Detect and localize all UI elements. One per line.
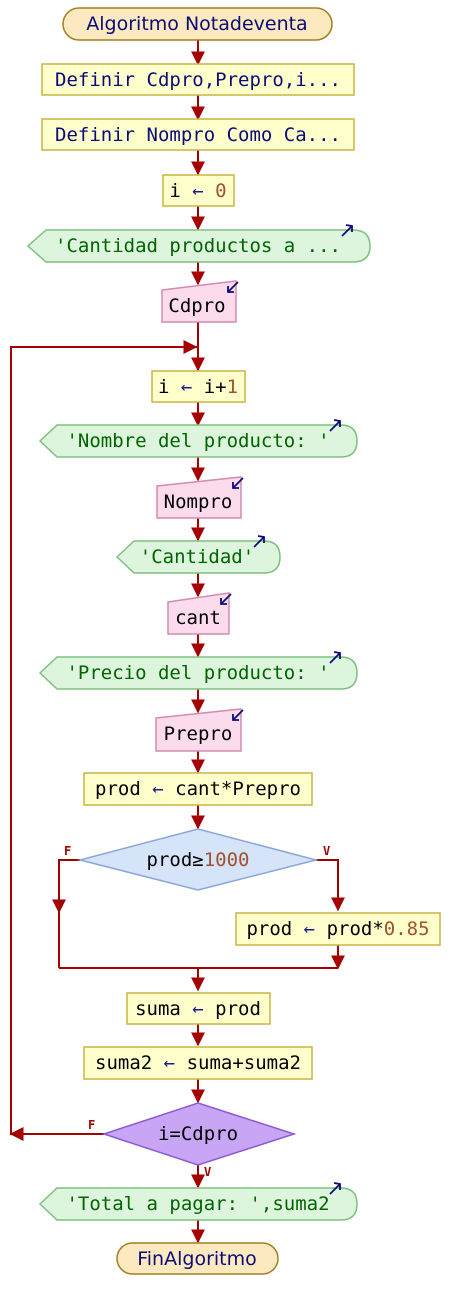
- define-block-2-text: Definir Nompro Como Ca...: [55, 124, 341, 146]
- start-terminal[interactable]: Algoritmo Notadeventa: [62, 7, 333, 41]
- assign-suma2-text: suma2 ← suma+suma2: [95, 1052, 301, 1074]
- output-precio-producto-text: 'Precio del producto: ': [66, 662, 329, 684]
- end-terminal[interactable]: FinAlgoritmo: [116, 1242, 279, 1275]
- input-cant[interactable]: cant: [167, 592, 232, 635]
- output-total-pagar[interactable]: 'Total a pagar: ',suma2: [38, 1182, 358, 1221]
- define-block-2[interactable]: Definir Nompro Como Ca...: [41, 118, 355, 151]
- decision-1-false-label: F: [64, 844, 71, 858]
- output-cantidad-text: 'Cantidad': [140, 546, 254, 568]
- define-block-1[interactable]: Definir Cdpro,Prepro,i...: [41, 63, 355, 96]
- output-cantidad-productos[interactable]: 'Cantidad productos a ...: [26, 224, 371, 263]
- output-arrow-icon: [329, 1182, 341, 1195]
- input-cant-text: cant: [175, 607, 221, 629]
- assign-suma-text: suma ← prod: [135, 998, 261, 1020]
- output-nombre-producto-text: 'Nombre del producto: ': [66, 430, 329, 452]
- output-total-pagar-text: 'Total a pagar: ',suma2: [66, 1193, 329, 1215]
- assign-increment[interactable]: i ← i+1: [151, 370, 246, 403]
- input-nompro[interactable]: Nompro: [156, 476, 244, 519]
- decision-prod-1000-text: prod≥1000: [147, 849, 250, 871]
- decision-i-equals-cdpro[interactable]: i=Cdpro F V: [88, 1102, 297, 1179]
- output-cantidad[interactable]: 'Cantidad': [115, 535, 281, 574]
- end-label: FinAlgoritmo: [137, 1248, 257, 1270]
- decision-prod-1000[interactable]: prod≥1000 F V: [64, 828, 330, 891]
- input-cdpro-text: Cdpro: [168, 295, 225, 317]
- decision-2-true-label: V: [204, 1165, 211, 1179]
- input-nompro-text: Nompro: [164, 491, 233, 513]
- assign-i-zero[interactable]: i ← 0: [162, 174, 235, 207]
- output-precio-producto[interactable]: 'Precio del producto: ': [38, 651, 358, 690]
- define-block-1-text: Definir Cdpro,Prepro,i...: [55, 69, 341, 91]
- output-arrow-icon: [253, 535, 265, 548]
- output-arrow-icon: [341, 224, 353, 237]
- start-label: Algoritmo Notadeventa: [86, 13, 307, 35]
- input-arrow-icon: [220, 593, 232, 605]
- decision-i-equals-cdpro-text: i=Cdpro: [158, 1123, 238, 1145]
- connector-lines: [9, 40, 345, 1244]
- assign-discount[interactable]: prod ← prod*0.85: [235, 912, 441, 946]
- output-arrow-icon: [329, 651, 341, 664]
- input-arrow-icon: [232, 477, 244, 489]
- assign-suma2[interactable]: suma2 ← suma+suma2: [83, 1046, 313, 1080]
- assign-prod-text: prod ← cant*Prepro: [95, 778, 301, 800]
- assign-suma[interactable]: suma ← prod: [126, 992, 271, 1025]
- output-nombre-producto[interactable]: 'Nombre del producto: ': [38, 419, 358, 458]
- decision-2-false-label: F: [88, 1118, 95, 1132]
- input-prepro-text: Prepro: [164, 723, 233, 745]
- input-arrow-icon: [232, 709, 244, 721]
- assign-increment-text: i ← i+1: [158, 376, 238, 398]
- assign-discount-text: prod ← prod*0.85: [246, 918, 429, 940]
- input-prepro[interactable]: Prepro: [155, 708, 244, 752]
- assign-i-zero-text: i ← 0: [169, 180, 226, 202]
- decision-1-true-label: V: [323, 844, 330, 858]
- input-arrow-icon: [227, 281, 239, 293]
- input-cdpro[interactable]: Cdpro: [161, 280, 239, 323]
- output-arrow-icon: [329, 419, 341, 432]
- assign-prod[interactable]: prod ← cant*Prepro: [83, 772, 313, 806]
- output-cantidad-productos-text: 'Cantidad productos a ...: [55, 235, 341, 257]
